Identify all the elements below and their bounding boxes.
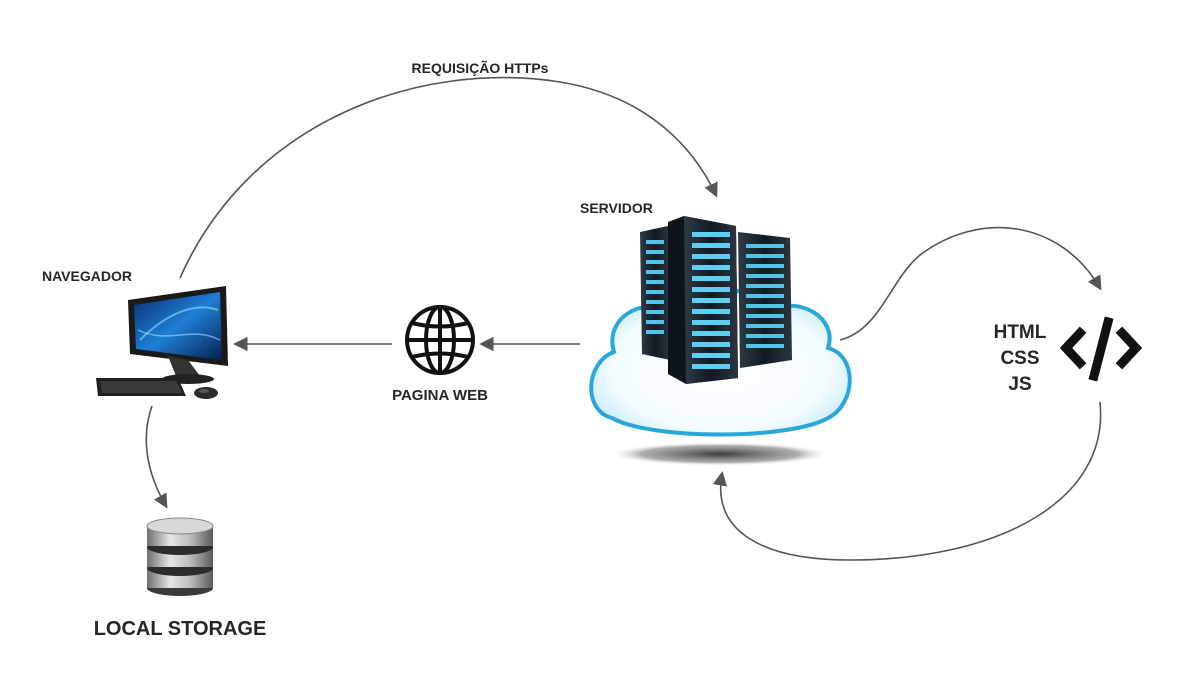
server-rack-left — [640, 226, 670, 360]
webpage-label: PAGINA WEB — [392, 387, 488, 404]
https-request-arrow — [179, 76, 718, 279]
html-label: HTML — [994, 322, 1047, 343]
storage-label: LOCAL STORAGE — [94, 618, 267, 640]
server-rack-icon — [668, 216, 738, 384]
browser-to-storage-arrow — [145, 405, 168, 509]
database-icon — [146, 517, 214, 596]
cloud-shadow — [608, 442, 832, 466]
server-label: SERVIDOR — [580, 200, 653, 216]
globe-icon — [405, 305, 475, 375]
code-icon — [1059, 316, 1143, 382]
server-rack-right — [738, 232, 792, 368]
js-label: JS — [1008, 374, 1031, 395]
css-label: CSS — [1000, 348, 1039, 369]
server-cloud — [589, 216, 852, 466]
server-to-code-arrow — [839, 226, 1102, 341]
computer-icon — [96, 286, 228, 399]
request-label: REQUISIÇÃO HTTPs — [412, 59, 549, 76]
browser-label: NAVEGADOR — [42, 268, 132, 284]
code-to-server-arrow — [712, 401, 1102, 561]
